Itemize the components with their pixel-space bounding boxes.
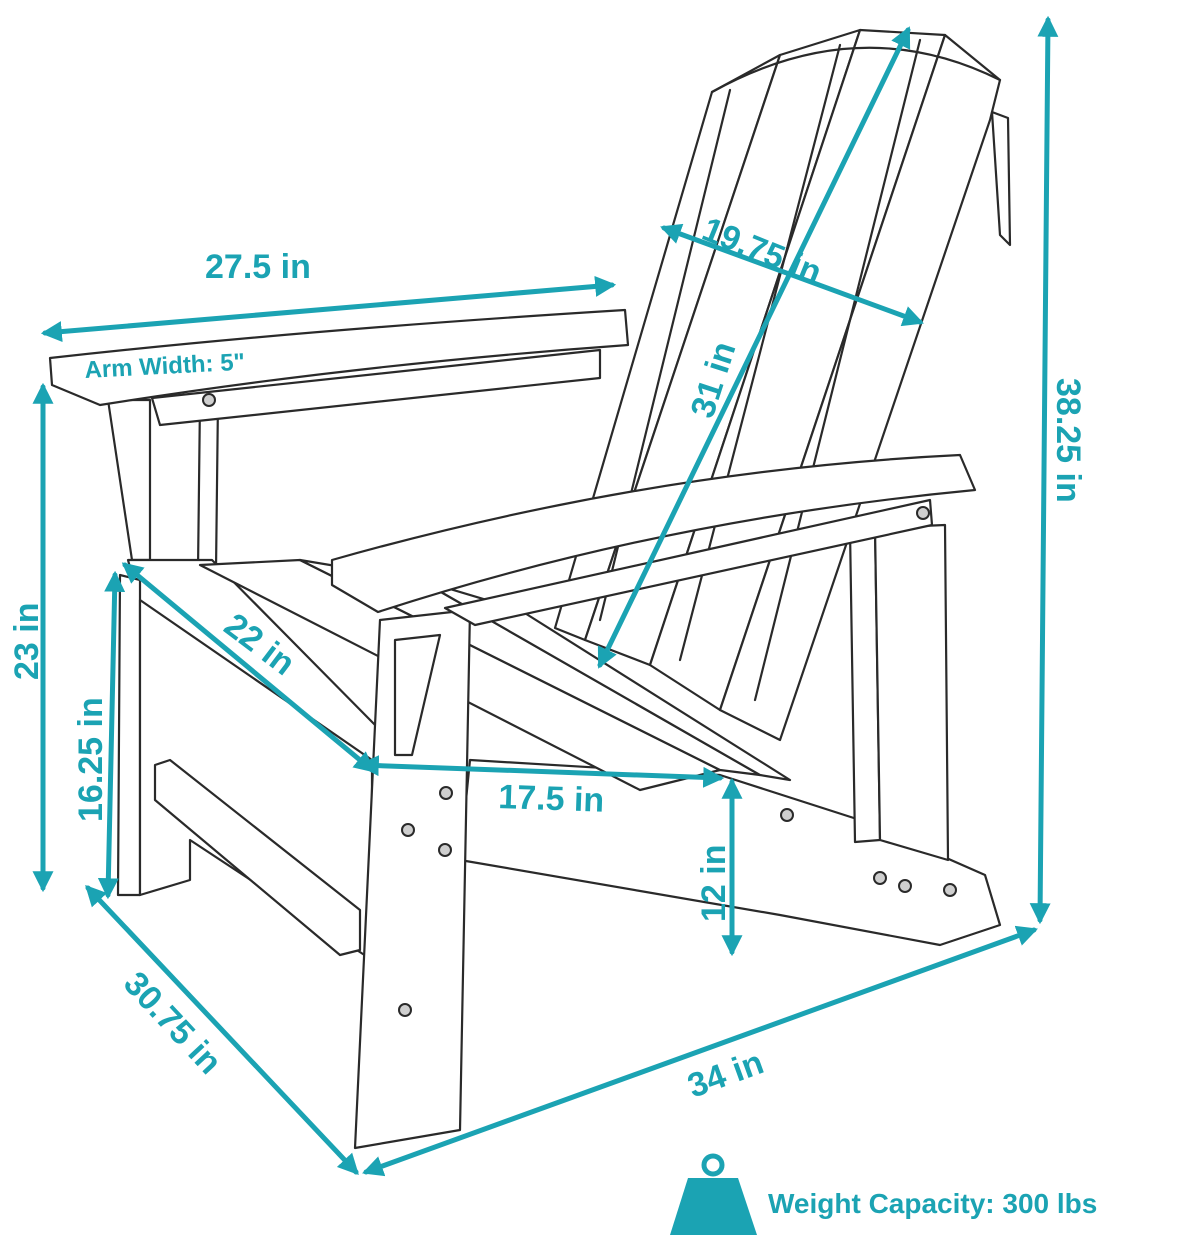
dim-back-height — [597, 26, 911, 669]
weight-icon — [670, 1153, 757, 1235]
dim-overall-width — [362, 925, 1038, 1177]
label-foot-height: 12 in — [695, 845, 733, 922]
dim-seat-height — [97, 570, 126, 900]
dim-seat-depth — [121, 562, 376, 773]
dim-overall-height — [1029, 15, 1059, 925]
label-arm-height: 23 in — [8, 603, 46, 680]
dim-seat-width — [357, 755, 725, 788]
label-seat-width: 17.5 in — [498, 778, 605, 820]
dim-arm-length — [40, 275, 617, 343]
label-seat-height: 16.25 in — [72, 697, 110, 822]
chair-drawing — [48, 28, 1012, 1150]
weight-capacity-label: Weight Capacity: 300 lbs — [768, 1188, 1097, 1219]
dimension-lines — [32, 15, 1059, 1177]
label-arm-length: 27.5 in — [205, 248, 311, 286]
weight-capacity-block: Weight Capacity: 300 lbs — [670, 1153, 1097, 1235]
dim-overall-depth — [85, 884, 359, 1176]
label-overall-height: 38.25 in — [1049, 378, 1087, 503]
